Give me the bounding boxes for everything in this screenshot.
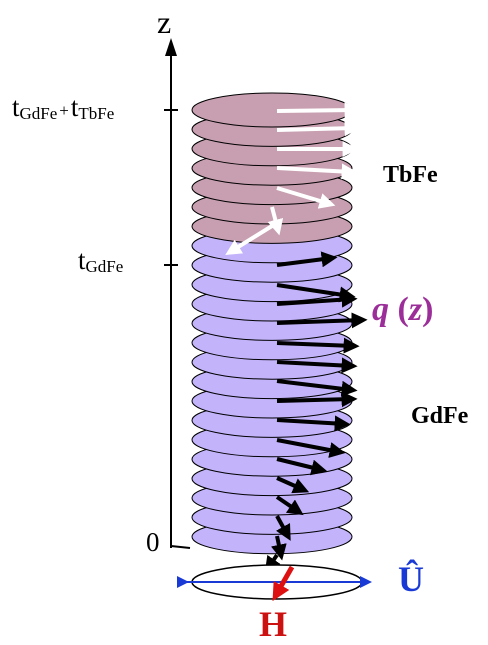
z-axis-label: z bbox=[157, 6, 171, 38]
z-axis bbox=[164, 38, 190, 548]
tick-mid-sub: GdFe bbox=[86, 257, 124, 276]
layer-stack bbox=[192, 93, 352, 554]
easy-axis-label: Û bbox=[398, 561, 424, 597]
q-symbol: q bbox=[372, 291, 389, 328]
tick-label-middle: tGdFe bbox=[78, 247, 123, 275]
tick-top-sub1: GdFe bbox=[20, 104, 58, 123]
field-plane bbox=[187, 565, 370, 599]
region-label-tbfe: TbFe bbox=[383, 163, 438, 187]
tick-label-top: tGdFe+tTbFe bbox=[12, 94, 114, 122]
tick-label-zero: 0 bbox=[146, 529, 160, 556]
tick-top-sub2: TbFe bbox=[78, 104, 114, 123]
tick-mid-base: t bbox=[78, 245, 86, 275]
tick-top-base1: t bbox=[12, 92, 20, 122]
q-variable: z bbox=[409, 291, 422, 328]
tick-zero-mark bbox=[171, 546, 190, 548]
field-label: H bbox=[259, 606, 287, 642]
q-z-label: q (z) bbox=[372, 293, 433, 327]
tick-top-plus: + bbox=[59, 101, 69, 120]
z-axis-arrowhead bbox=[165, 38, 177, 56]
tbfe-spin-arrow bbox=[277, 110, 355, 111]
tbfe-spin-arrow bbox=[277, 128, 355, 130]
gdfe-spin-arrow bbox=[277, 399, 352, 401]
q-close-paren: ) bbox=[422, 291, 433, 328]
q-open-paren: ( bbox=[398, 291, 409, 328]
region-label-gdfe: GdFe bbox=[411, 404, 468, 428]
